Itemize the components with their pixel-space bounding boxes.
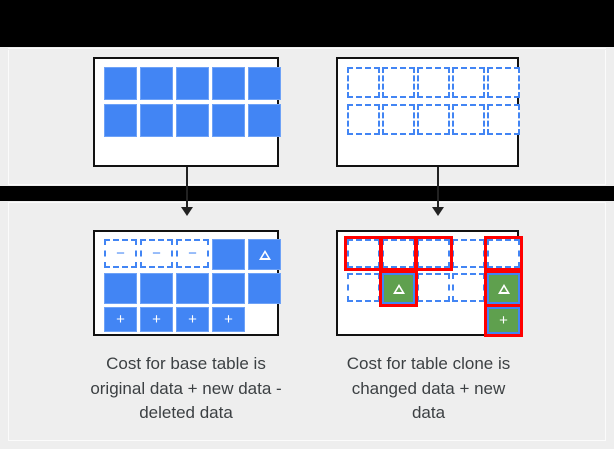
guide-line-left-lower — [8, 203, 9, 441]
letterbox-bar-top — [0, 0, 614, 47]
triangle-icon — [392, 283, 405, 294]
plus-icon: + — [188, 311, 197, 328]
cell — [104, 67, 137, 100]
guide-line-mid-lower — [8, 202, 606, 203]
cell — [382, 67, 415, 98]
cell — [140, 67, 173, 100]
plus-icon: + — [224, 311, 233, 328]
cell-deleted: − — [104, 239, 137, 268]
plus-icon: + — [152, 311, 161, 328]
guide-line-top — [8, 48, 606, 49]
cell — [417, 273, 450, 302]
cell-changed — [487, 273, 520, 304]
minus-icon: − — [152, 245, 161, 262]
guide-line-mid-upper — [8, 184, 606, 185]
cell — [452, 239, 485, 268]
cell — [140, 273, 173, 304]
guide-line-bottom — [8, 440, 606, 441]
cell — [347, 239, 380, 268]
cell — [347, 67, 380, 98]
minus-icon: − — [188, 245, 197, 262]
guide-line-right-upper — [605, 50, 606, 184]
cell-changed — [248, 239, 281, 270]
cell — [140, 104, 173, 137]
cell — [382, 104, 415, 135]
cell — [248, 273, 281, 304]
letterbox-bar-middle — [0, 186, 614, 201]
cell — [347, 273, 380, 302]
cell-new: + — [212, 307, 245, 332]
arrow-head-right — [432, 207, 444, 216]
cell — [487, 67, 520, 98]
minus-icon: − — [116, 245, 125, 262]
cell — [212, 67, 245, 100]
cell — [248, 104, 281, 137]
plus-icon: + — [116, 311, 125, 328]
cell — [212, 104, 245, 137]
plus-icon: + — [499, 312, 508, 329]
cell — [417, 104, 450, 135]
cell-changed — [382, 273, 415, 304]
cell — [487, 104, 520, 135]
guide-line-right-lower — [605, 203, 606, 441]
arrow-line-right — [437, 167, 439, 209]
triangle-icon — [497, 283, 510, 294]
cell — [104, 273, 137, 304]
cell — [176, 273, 209, 304]
cell — [176, 104, 209, 137]
caption-base-table: Cost for base table is original data + n… — [90, 354, 282, 423]
cell — [104, 104, 137, 137]
cell — [452, 67, 485, 98]
cell-new: + — [487, 307, 520, 334]
cell-deleted: − — [140, 239, 173, 268]
caption-table-clone: Cost for table clone is changed data + n… — [346, 354, 511, 423]
cell — [487, 239, 520, 268]
triangle-icon — [258, 249, 271, 260]
table-clone-after-panel: + — [336, 230, 523, 337]
arrow-head-left — [181, 207, 193, 216]
cell-deleted: − — [176, 239, 209, 268]
cell — [347, 104, 380, 135]
arrow-line-left — [186, 167, 188, 209]
cell — [417, 239, 450, 268]
base-table-after-panel: − − − + + + + — [93, 230, 281, 336]
cell — [417, 67, 450, 98]
cell — [248, 67, 281, 100]
cell — [452, 104, 485, 135]
cell — [382, 239, 415, 268]
cell — [452, 273, 485, 302]
cell-new: + — [104, 307, 137, 332]
cell — [212, 273, 245, 304]
base-table-original-panel — [93, 57, 281, 167]
cell — [176, 67, 209, 100]
table-clone-original-panel — [336, 57, 520, 167]
cell-new: + — [140, 307, 173, 332]
cell-new: + — [176, 307, 209, 332]
cell — [212, 239, 245, 270]
guide-line-left-upper — [8, 50, 9, 184]
